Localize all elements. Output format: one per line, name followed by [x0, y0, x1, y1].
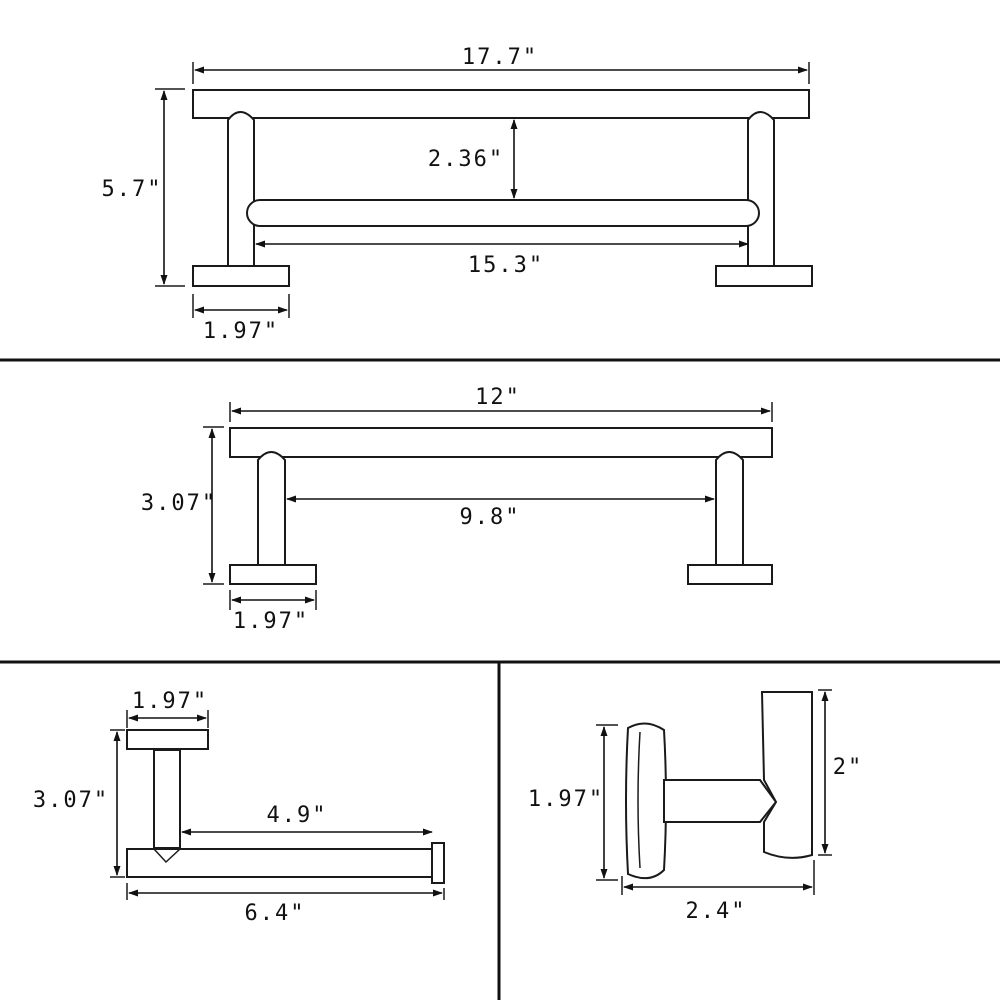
- robe-hook-hook-height-label: 2": [833, 755, 864, 780]
- left-base: [192, 265, 290, 287]
- paper-holder-inner-length-label: 4.9": [267, 803, 328, 828]
- double-towel-bar-height-label: 5.7": [102, 177, 163, 202]
- top-bar: [229, 427, 773, 458]
- single-towel-bar-inner-length-label: 9.8": [460, 505, 521, 530]
- hook-head: [760, 691, 813, 859]
- paper-holder-base-width-label: 1.97": [132, 689, 208, 714]
- arm: [663, 779, 778, 823]
- single-towel-bar-base-width-label: 1.97": [233, 609, 309, 634]
- end-cap: [431, 842, 445, 884]
- robe-hook-dimensions: [596, 689, 832, 895]
- right-base: [715, 265, 813, 287]
- double-towel-bar-base-width-label: 1.97": [203, 319, 279, 344]
- double-towel-bar-inner-length-label: 15.3": [468, 253, 544, 278]
- single-towel-bar-height-label: 3.07": [141, 491, 217, 516]
- right-post: [747, 111, 775, 269]
- paper-holder-drawing: [126, 729, 445, 884]
- robe-hook-depth-label: 2.4": [686, 899, 747, 924]
- wall-plate: [625, 722, 667, 880]
- left-post: [227, 111, 255, 269]
- single-towel-bar-overall-length-label: 12": [475, 385, 521, 410]
- left-base: [229, 564, 317, 585]
- post: [153, 749, 181, 849]
- arm: [126, 848, 433, 878]
- single-towel-bar-dimensions: [203, 402, 773, 610]
- paper-holder-height-label: 3.07": [33, 788, 109, 813]
- right-base: [687, 564, 773, 585]
- top-bar: [192, 89, 810, 119]
- double-towel-bar-dimensions: [155, 62, 810, 318]
- left-post: [257, 451, 286, 567]
- robe-hook-drawing: [625, 691, 813, 880]
- paper-holder-overall-length-label: 6.4": [245, 901, 306, 926]
- paper-holder-dimensions: [110, 710, 445, 900]
- right-post: [715, 451, 744, 567]
- double-towel-bar-overall-length-label: 17.7": [462, 45, 538, 70]
- double-towel-bar-drawing: [192, 89, 813, 287]
- single-towel-bar-drawing: [229, 427, 773, 585]
- lower-bar: [246, 199, 760, 227]
- double-towel-bar-gap-label: 2.36": [428, 147, 504, 172]
- robe-hook-base-height-label: 1.97": [528, 787, 604, 812]
- base-plate: [126, 729, 209, 750]
- arm-joint: [153, 848, 181, 864]
